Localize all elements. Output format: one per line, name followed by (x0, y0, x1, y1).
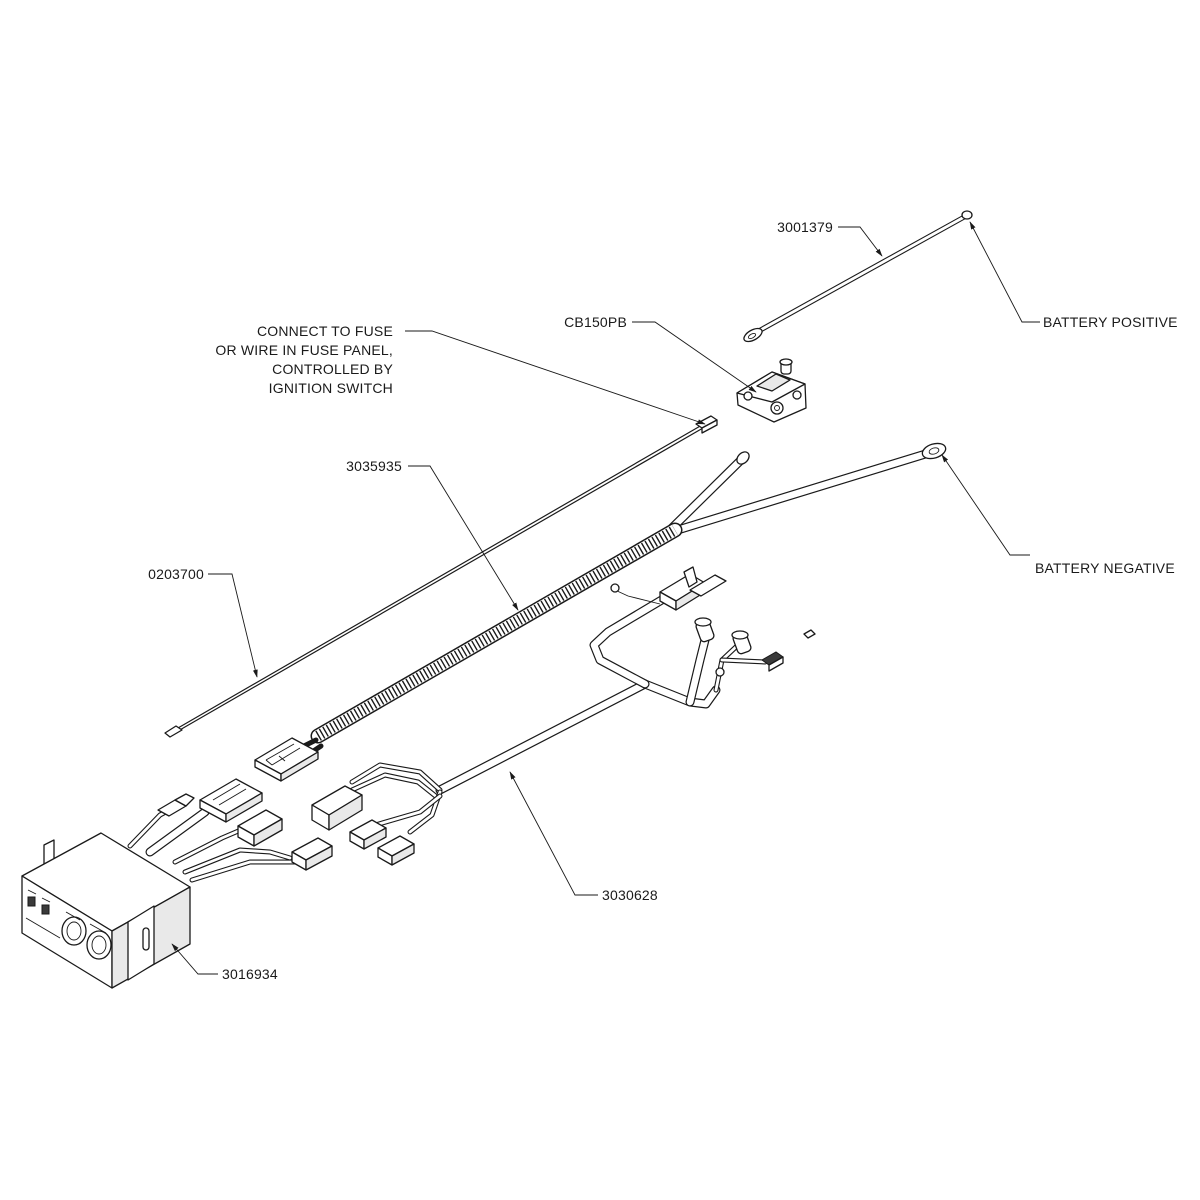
label-ignition-wire: 0203700 (148, 566, 204, 582)
connector-icon (695, 415, 718, 434)
label-control-box: 3016934 (222, 966, 278, 982)
connector-icon (311, 785, 363, 831)
connector-icon (291, 837, 333, 871)
ring-terminal-icon (736, 451, 750, 465)
labels: 3001379 BATTERY POSITIVE CB150PB CONNECT… (148, 219, 1178, 982)
circuit-breaker-icon (736, 358, 807, 423)
connector-icon (349, 819, 387, 850)
ignition-wire (164, 415, 718, 738)
label-main-harness: 3030628 (602, 887, 658, 903)
battery-cable (743, 210, 973, 343)
connector-icon (237, 809, 283, 847)
label-battery-negative: BATTERY NEGATIVE (1035, 560, 1175, 576)
label-battery-positive: BATTERY POSITIVE (1043, 314, 1178, 330)
connector-icon (157, 793, 195, 817)
label-power-harness: 3035935 (346, 458, 402, 474)
connector-icon (199, 778, 263, 823)
ring-terminal-icon (961, 210, 973, 220)
connector-icon (659, 566, 727, 611)
ring-terminal-icon (921, 442, 947, 460)
power-harness (254, 442, 947, 782)
connector-icon (254, 737, 319, 782)
control-box-wiring (127, 778, 333, 883)
leaders (171, 221, 1040, 975)
label-ignition-line3: CONTROLLED BY (272, 361, 393, 377)
connector-icon (715, 651, 784, 677)
label-circuit-breaker: CB150PB (564, 314, 627, 330)
ring-terminal-icon (743, 327, 763, 343)
label-ignition-line1: CONNECT TO FUSE (257, 323, 393, 339)
label-ignition-line2: OR WIRE IN FUSE PANEL, (215, 342, 393, 358)
connector-icon (377, 835, 415, 866)
label-ignition-line4: IGNITION SWITCH (269, 380, 393, 396)
label-battery-cable: 3001379 (777, 219, 833, 235)
control-box-icon (21, 832, 191, 989)
connector-icon (694, 617, 752, 655)
main-harness (311, 566, 816, 866)
